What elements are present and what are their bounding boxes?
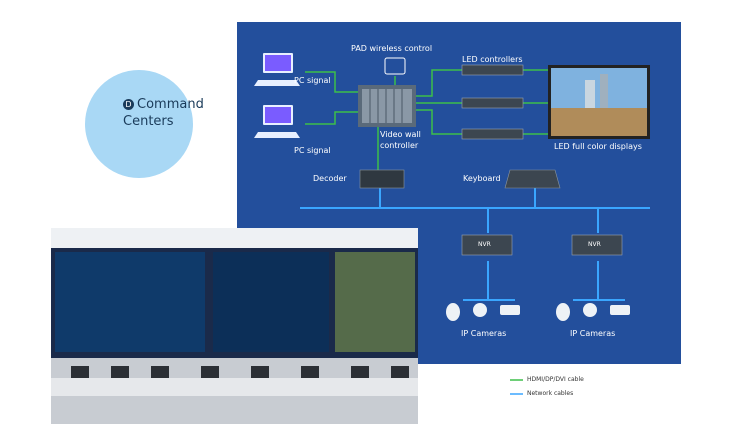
nvr-label-2: NVR bbox=[588, 241, 601, 248]
tablet-icon bbox=[384, 57, 406, 75]
decoder-icon bbox=[359, 169, 405, 189]
ip-camera-icons bbox=[446, 303, 630, 321]
led-display-label: LED full color displays bbox=[554, 142, 642, 151]
ip-cameras-label-2: IP Cameras bbox=[570, 329, 616, 338]
pad-label: PAD wireless control bbox=[351, 44, 433, 53]
pc-monitor-icon bbox=[254, 53, 300, 86]
led-controllers-label: LED controllers bbox=[462, 55, 523, 64]
title-line-2: Centers bbox=[123, 114, 174, 129]
pc-monitor-icon-2 bbox=[254, 105, 300, 138]
keyboard-label: Keyboard bbox=[463, 174, 501, 183]
ip-cameras-label-1: IP Cameras bbox=[461, 329, 507, 338]
nvr-icon bbox=[461, 234, 513, 256]
nvr-label-1: NVR bbox=[478, 241, 491, 248]
control-room-illustration bbox=[51, 228, 418, 424]
led-controller-icons bbox=[461, 64, 524, 140]
section-number-badge: D bbox=[123, 99, 134, 110]
pc-signal-label-2: PC signal bbox=[294, 146, 331, 155]
command-centers-circle bbox=[85, 70, 193, 178]
control-room-photo bbox=[51, 228, 418, 424]
legend-hdmi-label: HDMI/DP/DVI cable bbox=[527, 376, 584, 383]
keyboard-icon bbox=[504, 169, 561, 189]
hdmi-connections bbox=[305, 69, 548, 170]
pc-signal-label-1: PC signal bbox=[294, 76, 331, 85]
nvr-icon-2 bbox=[571, 234, 623, 256]
title-line-1: Command bbox=[137, 97, 204, 112]
led-display-icon bbox=[548, 65, 650, 139]
video-wall-label-1: Video wall bbox=[380, 130, 421, 139]
video-wall-label-2: controller bbox=[380, 141, 419, 150]
network-connections bbox=[300, 188, 650, 301]
legend-network-label: Network cables bbox=[527, 390, 574, 397]
decoder-label: Decoder bbox=[313, 174, 347, 183]
video-wall-controller-icon bbox=[358, 85, 416, 127]
